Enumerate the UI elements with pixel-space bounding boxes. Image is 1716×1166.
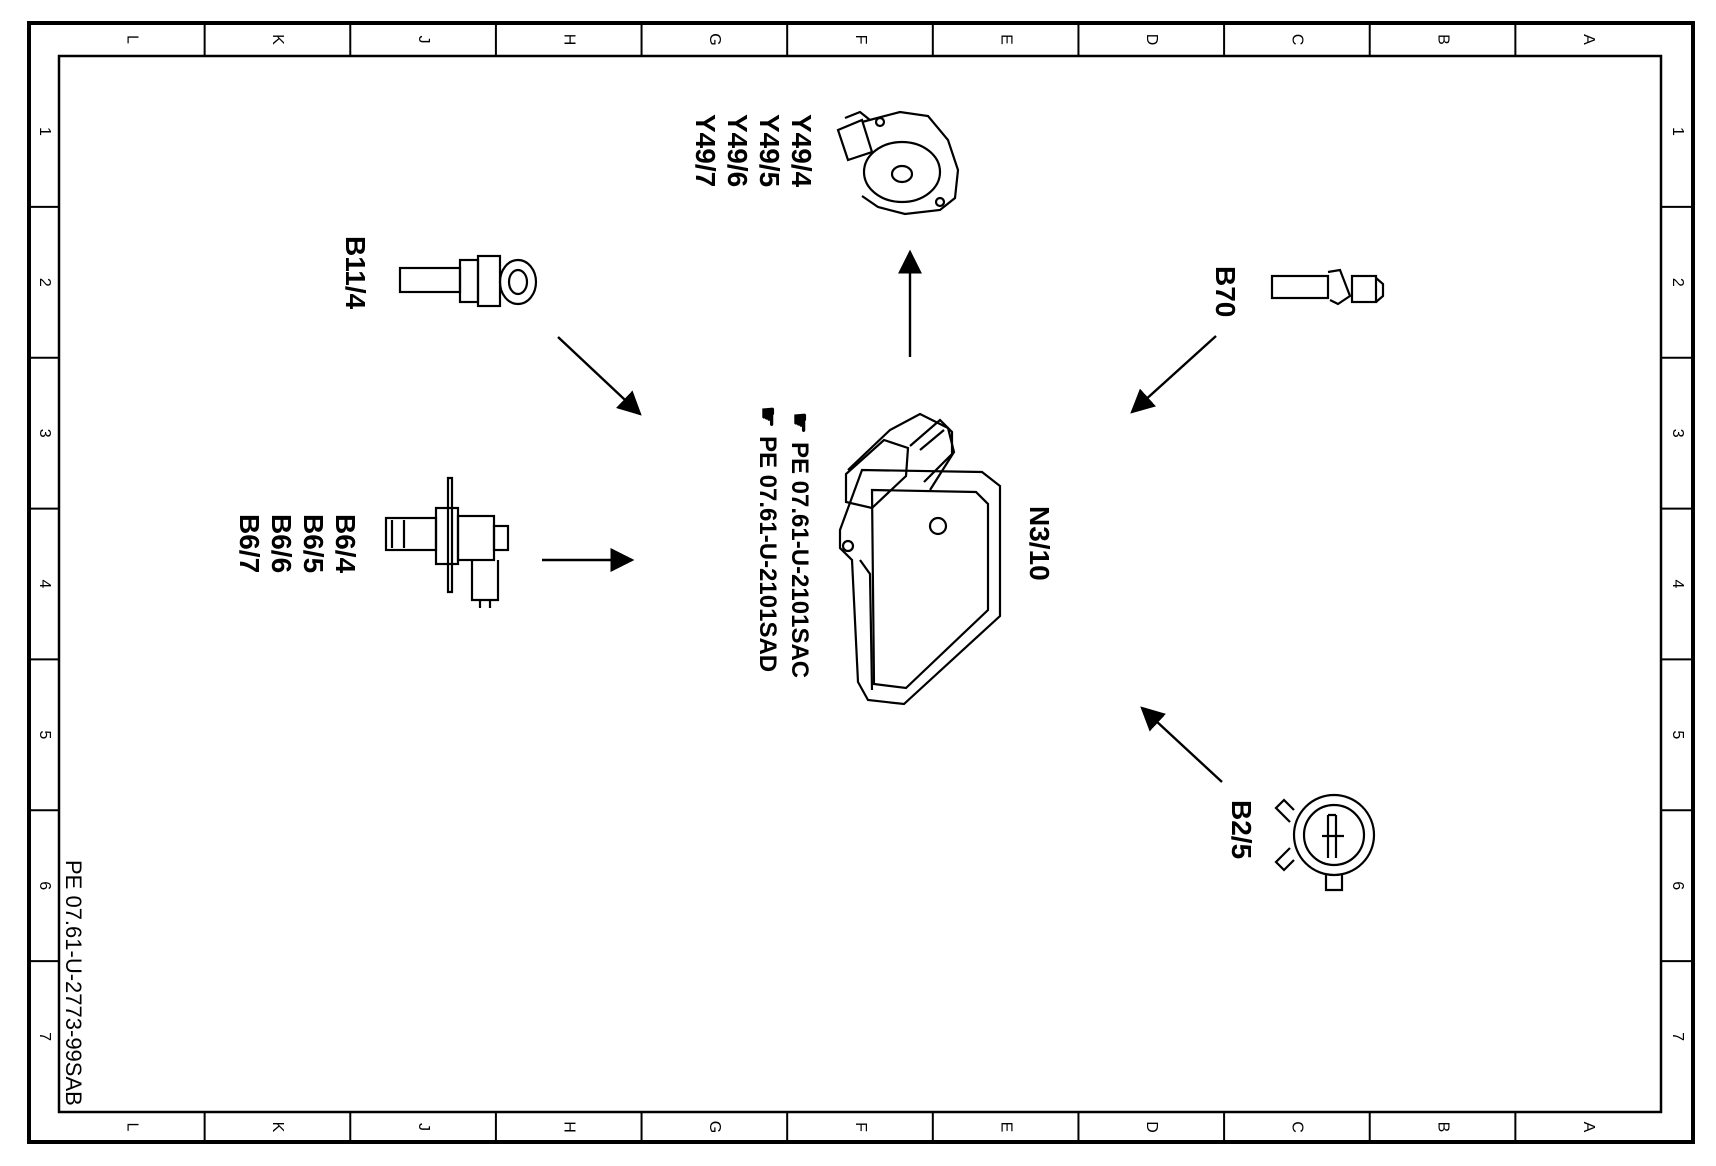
y49-label-3: Y49/6 [722, 114, 753, 187]
reference-list: ☛ PE 07.61-U-2101SAC ☛ PE 07.61-U-2101SA… [754, 406, 813, 678]
reference-item-1: ☛ PE 07.61-U-2101SAC [786, 412, 813, 678]
column-label-top: E [997, 34, 1014, 45]
column-label-bottom: E [997, 1122, 1014, 1133]
y49-label-group: Y49/4 Y49/5 Y49/6 Y49/7 [690, 114, 817, 188]
b2-5-label: B2/5 [1226, 800, 1257, 859]
column-labels: L L K K J J H H G G F F E E D D C C B B A A [124, 33, 1597, 1133]
column-label-bottom: H [560, 1121, 577, 1133]
y49-label-2: Y49/5 [754, 114, 785, 187]
b2-5-sensor-icon [1274, 793, 1376, 892]
column-label-top: A [1580, 34, 1597, 45]
column-label-top: F [852, 35, 869, 45]
signal-arrows [542, 249, 1223, 783]
arrow-b11-4-to-n3-10 [557, 336, 642, 416]
column-label-top: J [415, 36, 432, 44]
arrow-b70-to-n3-10 [1130, 335, 1217, 414]
column-label-top: C [1289, 34, 1306, 46]
row-label-left: 7 [36, 1032, 53, 1041]
reference-item-2: ☛ PE 07.61-U-2101SAD [754, 406, 781, 672]
column-label-bottom: D [1143, 1121, 1160, 1133]
column-label-top: K [269, 34, 286, 45]
row-label-left: 2 [36, 278, 53, 287]
b6-label-4: B6/7 [234, 514, 265, 573]
drawing-frame [27, 21, 1695, 1144]
column-label-top: B [1434, 34, 1451, 45]
row-label-left: 3 [36, 429, 53, 438]
n3-10-label: N3/10 [1024, 506, 1055, 581]
b6-label-group: B6/4 B6/5 B6/6 B6/7 [234, 514, 361, 574]
row-label-left: 5 [36, 730, 53, 739]
b6-label-3: B6/6 [266, 514, 297, 573]
column-label-bottom: L [124, 1123, 141, 1132]
column-label-top: G [706, 33, 723, 45]
column-label-bottom: C [1289, 1121, 1306, 1133]
row-label-left: 6 [36, 881, 53, 890]
column-label-top: L [124, 35, 141, 44]
b11-4-sensor-icon [398, 254, 538, 308]
n3-10-control-unit-icon [838, 412, 1002, 706]
pointing-hand-icon: ☛ [786, 412, 813, 434]
column-label-top: D [1143, 34, 1160, 46]
y49-valve-icon [836, 110, 960, 216]
row-label-right: 5 [1669, 730, 1686, 739]
column-label-bottom: K [269, 1122, 286, 1133]
row-label-left: 1 [36, 127, 53, 136]
column-label-bottom: B [1434, 1122, 1451, 1133]
row-label-right: 3 [1669, 429, 1686, 438]
row-labels: 1 1 2 2 3 3 4 4 5 5 6 6 7 7 [36, 127, 1686, 1041]
b6-sensor-icon [384, 476, 510, 608]
reference-text-1: PE 07.61-U-2101SAC [786, 442, 813, 678]
document-id: PE 07.61-U-2773-99SAB [61, 860, 86, 1106]
b6-label-1: B6/4 [330, 514, 361, 574]
reference-text-2: PE 07.61-U-2101SAD [754, 436, 781, 672]
row-label-right: 7 [1669, 1032, 1686, 1041]
y49-label-1: Y49/4 [786, 114, 817, 188]
row-label-left: 4 [36, 580, 53, 589]
b11-4-label: B11/4 [340, 236, 371, 310]
pointing-hand-icon: ☛ [754, 406, 781, 428]
row-label-right: 6 [1669, 881, 1686, 890]
row-label-right: 4 [1669, 580, 1686, 589]
arrow-b2-5-to-n3-10 [1140, 706, 1223, 783]
column-label-bottom: F [852, 1122, 869, 1132]
b6-label-2: B6/5 [298, 514, 329, 573]
column-label-bottom: A [1580, 1122, 1597, 1133]
b70-sensor-icon [1270, 268, 1385, 306]
b70-label: B70 [1210, 266, 1241, 317]
row-label-right: 1 [1669, 127, 1686, 136]
column-label-top: H [560, 34, 577, 46]
row-label-right: 2 [1669, 278, 1686, 287]
y49-label-4: Y49/7 [690, 114, 721, 187]
column-label-bottom: G [706, 1121, 723, 1133]
column-label-bottom: J [415, 1123, 432, 1131]
